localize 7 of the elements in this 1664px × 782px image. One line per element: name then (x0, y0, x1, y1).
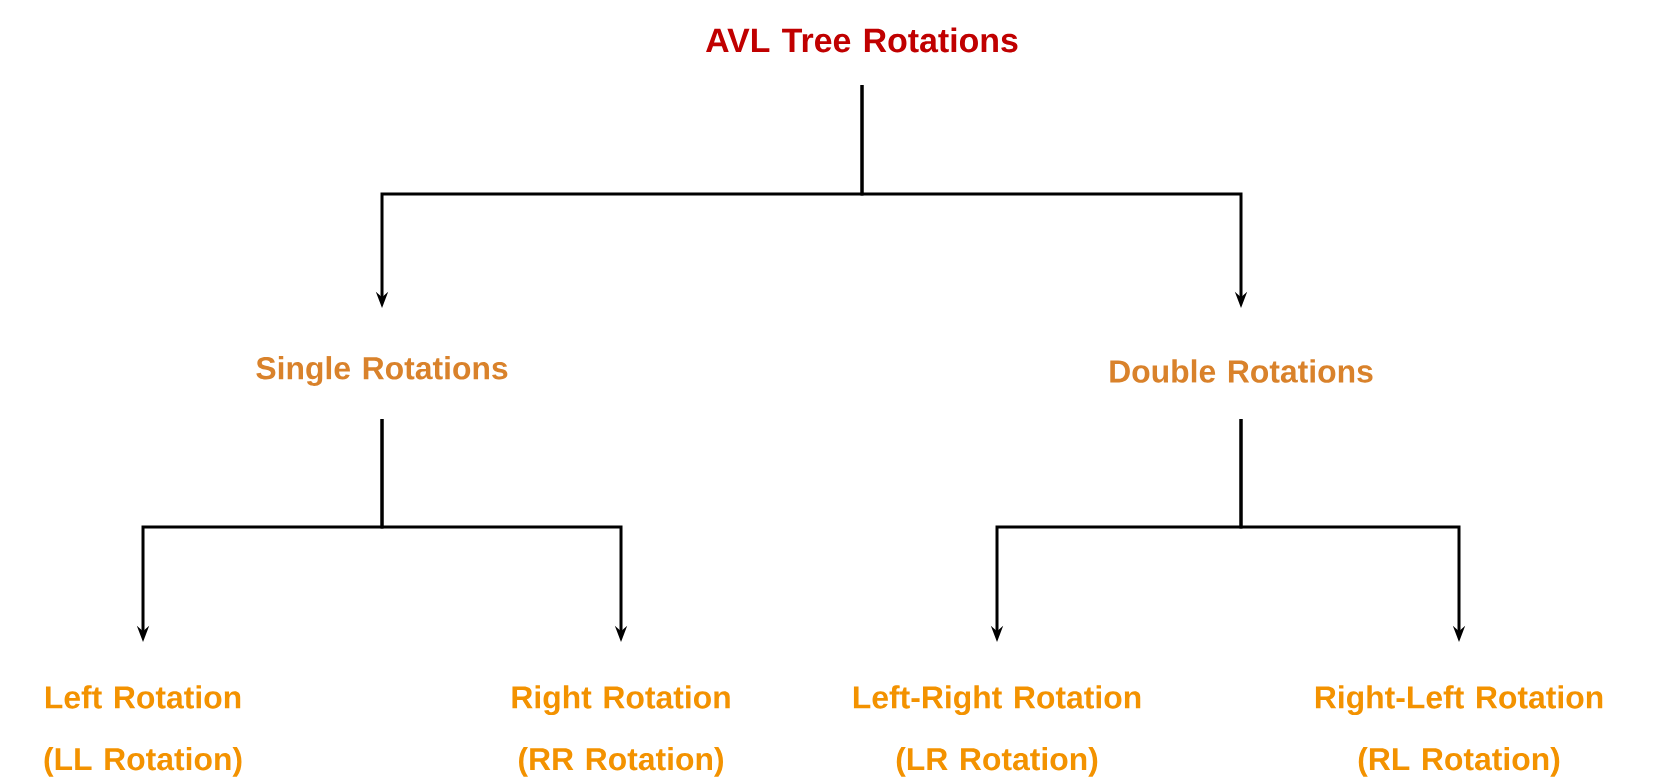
rotation-label: Right-Left Rotation (RL Rotation) (1315, 685, 1603, 777)
rotation-label: Left-Right Rotation (LR Rotation) (853, 685, 1141, 777)
title-text: AVL Tree Rotations (706, 27, 1018, 53)
category-label: Double Rotations (1110, 359, 1373, 383)
rotation-label: Right Rotation (RR Rotation) (512, 685, 730, 777)
category-label: Single Rotations (256, 356, 508, 386)
rotation-label: Left Rotation (LL Rotation) (44, 685, 242, 777)
